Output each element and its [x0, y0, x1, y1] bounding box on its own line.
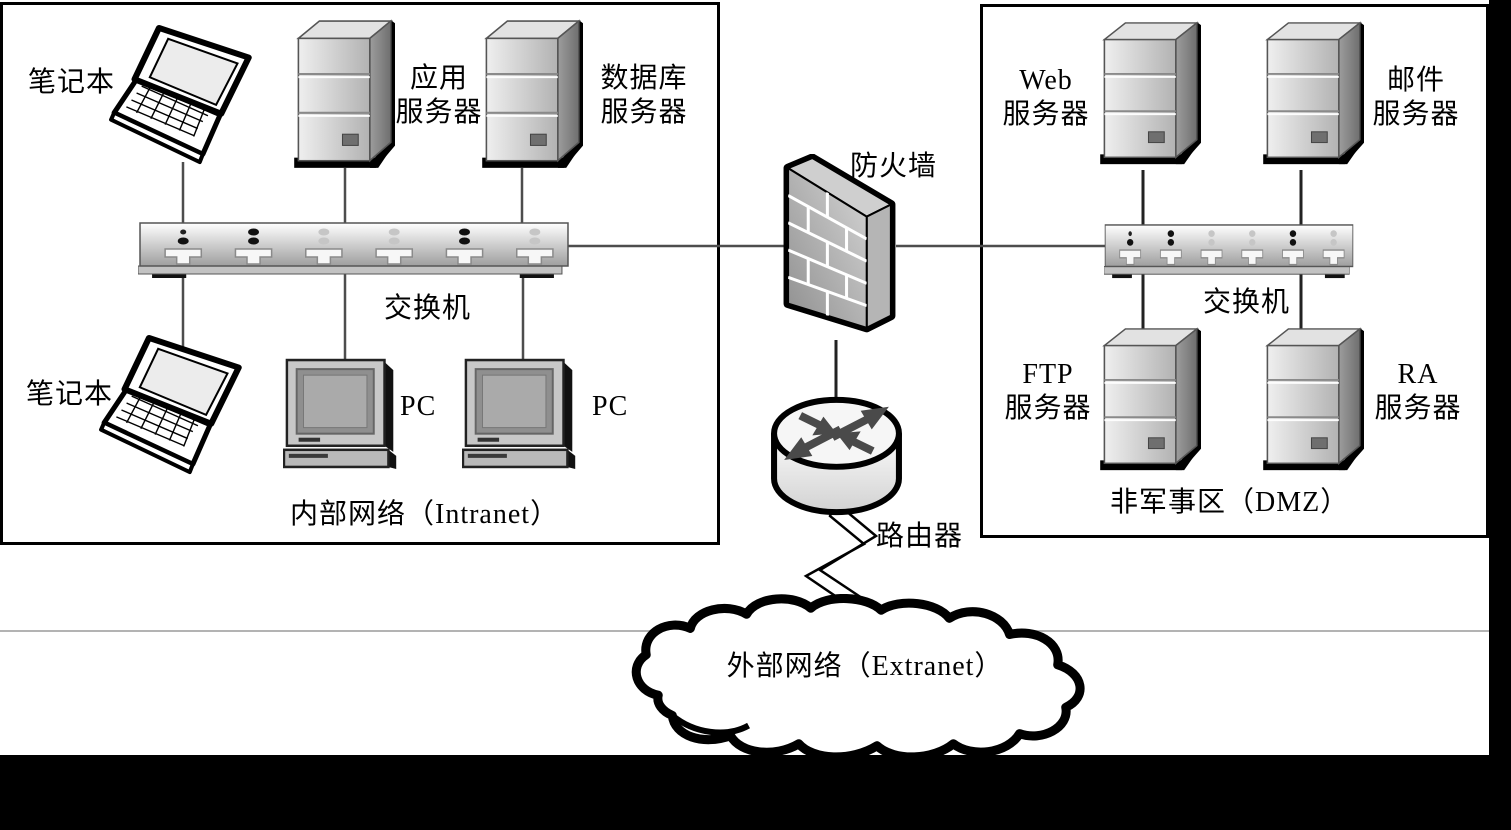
firewall-icon — [778, 154, 904, 346]
pc-left-icon — [283, 356, 405, 472]
bottom-margin-bar — [0, 755, 1511, 830]
laptop-top-icon — [106, 22, 264, 170]
app-server-icon — [290, 18, 395, 176]
extranet-label: 外部网络（Extranet） — [726, 651, 1004, 682]
pc-right-icon — [462, 356, 584, 472]
laptop-top-label: 笔记本 — [28, 67, 116, 98]
intranet-zone-label: 内部网络（Intranet） — [290, 499, 560, 530]
pc-right-label: PC — [592, 391, 629, 422]
firewall-label: 防火墙 — [850, 151, 938, 182]
ftp-server-label: FTP 服务器 — [1004, 359, 1092, 424]
router-label: 路由器 — [876, 521, 964, 552]
laptop-bottom-label: 笔记本 — [26, 379, 114, 410]
app-server-label: 应用 服务器 — [395, 63, 483, 128]
router-icon — [766, 392, 907, 520]
dmz-zone-box — [980, 4, 1489, 538]
intranet-zone-box — [0, 2, 720, 545]
dmz-switch-label: 交换机 — [1203, 287, 1291, 318]
intranet-switch-icon — [138, 222, 570, 280]
dmz-zone-label: 非军事区（DMZ） — [1110, 487, 1350, 518]
extranet-cloud-icon — [598, 594, 1132, 764]
ra-server-label: RA 服务器 — [1374, 359, 1462, 424]
db-server-icon — [478, 18, 583, 176]
pc-left-label: PC — [400, 391, 437, 422]
intranet-switch-label: 交换机 — [384, 293, 472, 324]
web-server-icon — [1096, 20, 1201, 172]
ftp-server-icon — [1096, 326, 1201, 478]
mail-server-label: 邮件 服务器 — [1372, 65, 1460, 130]
ra-server-icon — [1259, 326, 1364, 478]
mail-server-icon — [1259, 20, 1364, 172]
web-server-label: Web 服务器 — [1002, 65, 1090, 130]
right-margin-bar — [1489, 0, 1511, 758]
laptop-bottom-icon — [96, 332, 254, 480]
dmz-switch-icon — [1104, 224, 1354, 280]
db-server-label: 数据库 服务器 — [600, 63, 688, 128]
